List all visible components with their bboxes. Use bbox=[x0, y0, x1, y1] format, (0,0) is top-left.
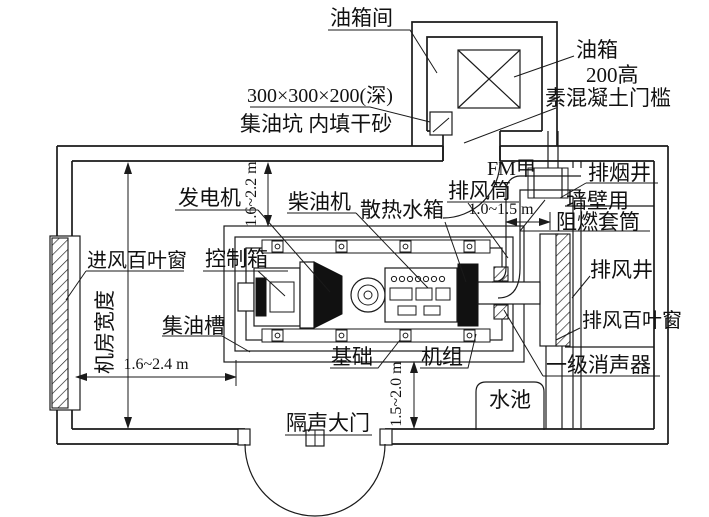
label-intake-louver: 进风百叶窗 bbox=[87, 249, 187, 272]
label-exhaust-duct: 排风筒 bbox=[448, 179, 511, 203]
duct-flex-joint-top bbox=[493, 266, 509, 282]
label-fm-door: FM甲 bbox=[487, 158, 536, 180]
anchor-lugs bbox=[271, 240, 476, 342]
label-pit-dims: 300×300×200(深) bbox=[247, 84, 393, 107]
label-exhaust-shaft: 排风井 bbox=[590, 258, 653, 282]
smoke-pipe bbox=[491, 175, 581, 299]
extension-line bbox=[505, 212, 551, 230]
label-pit: 集油坑 内填干砂 bbox=[240, 112, 392, 136]
shaft-lower-channel bbox=[545, 346, 563, 429]
dimensions bbox=[75, 162, 551, 429]
sleeve-flanges bbox=[533, 168, 563, 198]
dim-bottom-clearance: 1.5~2.0 m bbox=[388, 361, 405, 427]
soundproof-door bbox=[237, 428, 393, 517]
door-leaf-left-arc bbox=[244, 443, 316, 517]
label-diesel-engine: 柴油机 bbox=[288, 190, 351, 214]
control-box-inner bbox=[269, 281, 295, 313]
exhaust-louver bbox=[539, 233, 559, 347]
engine-cylinders bbox=[389, 275, 451, 316]
dim-right-clearance: 1.0~1.5 m bbox=[468, 201, 534, 218]
tank-room-inner-wall bbox=[426, 36, 543, 131]
tank-room bbox=[411, 21, 558, 219]
label-control-box: 控制箱 bbox=[205, 247, 268, 271]
right-shafts bbox=[545, 131, 654, 429]
flywheel-ring bbox=[357, 284, 379, 306]
label-silencer: 一级消声器 bbox=[546, 353, 651, 377]
base-rail-bottom bbox=[261, 328, 491, 343]
genset-foundation bbox=[223, 225, 525, 363]
oil-pit-notch bbox=[432, 117, 450, 133]
duct-flex-joint-bottom bbox=[493, 304, 509, 320]
label-room-width: 机房宽度 bbox=[93, 290, 117, 374]
flywheel bbox=[350, 277, 386, 313]
control-box-bar bbox=[255, 277, 267, 317]
tank-wall-extension bbox=[547, 131, 559, 168]
base-rail-top bbox=[261, 239, 491, 254]
label-soundproof-door: 隔声大门 bbox=[286, 411, 370, 435]
label-sleeve-1: 墙壁用 bbox=[566, 189, 629, 213]
radiator bbox=[457, 263, 479, 327]
label-sill-height: 200高 bbox=[586, 63, 639, 87]
labels-layer: 油箱间 油箱 200高 素混凝土门槛 300×300×200(深) 集油坑 内填… bbox=[87, 6, 682, 435]
label-generator: 发电机 bbox=[178, 186, 241, 210]
shaft-front-wall bbox=[572, 161, 582, 428]
label-sleeve-2: 阻燃套筒 bbox=[556, 210, 640, 234]
label-exhaust-louver: 排风百叶窗 bbox=[582, 309, 682, 332]
label-smoke-shaft: 排烟井 bbox=[588, 161, 651, 185]
generator-cone bbox=[313, 261, 343, 329]
fuel-tank-cross bbox=[457, 49, 521, 109]
label-sill: 素混凝土门槛 bbox=[545, 86, 671, 110]
dim-top-clearance: 1.6~2.2 m bbox=[243, 161, 260, 227]
label-unit: 机组 bbox=[421, 345, 463, 369]
label-fuel-tank: 油箱 bbox=[576, 38, 618, 62]
exhaust-air-duct bbox=[477, 281, 541, 305]
leader-lines bbox=[65, 29, 660, 436]
tank-room-outer-wall bbox=[411, 21, 558, 146]
diesel-engine-body bbox=[384, 267, 458, 323]
label-water-pool: 水池 bbox=[489, 388, 531, 412]
label-foundation: 基础 bbox=[331, 345, 373, 369]
intake-louver-hatch bbox=[51, 237, 69, 409]
tank-room-door-jambs bbox=[442, 131, 501, 161]
genset-unit bbox=[237, 261, 541, 329]
dim-left-clearance: 1.6~2.4 m bbox=[123, 356, 189, 373]
door-leaf-right-arc bbox=[314, 443, 386, 517]
door-post-left bbox=[237, 428, 251, 446]
door-post-right bbox=[379, 428, 393, 446]
label-radiator: 散热水箱 bbox=[360, 198, 444, 222]
wall-sleeve bbox=[527, 167, 569, 199]
control-box-panel bbox=[237, 282, 255, 312]
flywheel-hub bbox=[363, 290, 373, 300]
water-pool bbox=[475, 381, 545, 430]
exhaust-louver-hatch bbox=[555, 233, 571, 347]
label-oil-channel: 集油槽 bbox=[162, 314, 225, 338]
label-tank-room: 油箱间 bbox=[330, 6, 393, 30]
fm-door-swing-arc bbox=[442, 160, 501, 219]
